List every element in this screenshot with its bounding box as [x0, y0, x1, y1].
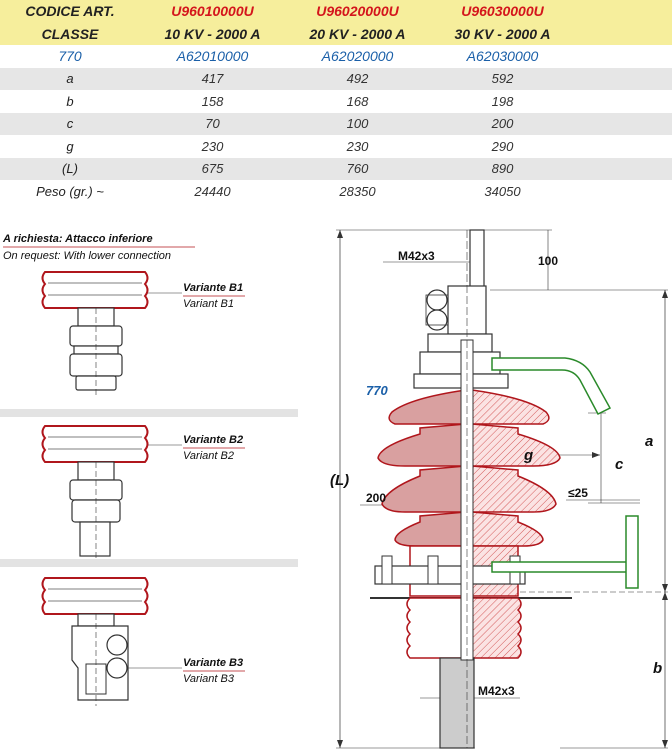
cell: 492 — [285, 67, 430, 90]
table-row: (L) 675 760 890 — [0, 157, 672, 180]
row-label: g — [66, 138, 74, 154]
variant-b3-it: Variante B3 — [183, 657, 244, 669]
cell: 592 — [430, 67, 575, 90]
cell: 230 — [346, 138, 369, 154]
header-row-class: CLASSE 10 KV - 2000 A 20 KV - 2000 A 30 … — [0, 22, 672, 45]
variant-b1-drawing — [41, 271, 149, 396]
table-row: g 230 230 290 — [0, 135, 672, 158]
row-label: c — [0, 112, 140, 135]
thread-top-label: M42x3 — [398, 249, 435, 263]
main-insulator-drawing — [336, 229, 668, 749]
table-row: Peso (gr.) ~ 24440 28350 34050 — [0, 180, 672, 203]
row-label: Peso (gr.) ~ — [36, 183, 104, 199]
cell: 100 — [285, 112, 430, 135]
table-row: c 70 100 200 — [0, 112, 672, 135]
dim-a: a — [645, 433, 654, 450]
cell: 168 — [346, 93, 369, 109]
cell: 230 — [201, 138, 224, 154]
cell: 28350 — [339, 183, 376, 199]
dim-c: c — [615, 456, 624, 473]
divider — [0, 409, 298, 417]
cell: A62030000 — [466, 48, 539, 65]
lower-connection-title-en: On request: With lower connection — [3, 250, 172, 262]
variant-b2-drawing — [41, 425, 149, 558]
spec-table: CODICE ART. U96010000U U96020000U U96030… — [0, 0, 672, 203]
cell: 200 — [430, 112, 575, 135]
row-label: b — [66, 93, 74, 109]
cell: A62010000 — [176, 48, 249, 65]
row-label: (L) — [0, 157, 140, 180]
cell: 34050 — [484, 183, 521, 199]
divider — [0, 559, 298, 567]
dim-200: 200 — [366, 491, 387, 505]
table-row-770: 770 A62010000 A62020000 A62030000 — [0, 45, 672, 68]
row-label: 770 — [58, 48, 82, 65]
dim-g: g — [524, 447, 534, 464]
class-20kv: 20 KV - 2000 A — [285, 22, 430, 45]
header-label-code: CODICE ART. — [0, 0, 140, 23]
header-row-code: CODICE ART. U96010000U U96020000U U96030… — [0, 0, 672, 23]
class-30kv: 30 KV - 2000 A — [430, 22, 575, 45]
table-row: a 417 492 592 — [0, 67, 672, 90]
cell: A62020000 — [321, 48, 394, 65]
variant-b2-en: Variant B2 — [183, 450, 234, 462]
thread-bottom-label: M42x3 — [478, 684, 515, 698]
cell: 760 — [285, 157, 430, 180]
ref-770: 770 — [366, 383, 388, 398]
code-30kv: U96030000U — [430, 0, 575, 23]
variant-b2-it: Variante B2 — [183, 434, 244, 446]
code-20kv: U96020000U — [285, 0, 430, 23]
cell: 417 — [140, 67, 285, 90]
cell: 70 — [140, 112, 285, 135]
variant-b1-it: Variante B1 — [183, 282, 244, 294]
dim-le25: ≤25 — [568, 486, 588, 500]
dim-b: b — [653, 660, 663, 677]
dim-L: (L) — [330, 472, 350, 489]
dim-100: 100 — [538, 254, 559, 268]
variant-b1-en: Variant B1 — [183, 298, 234, 310]
lower-connection-title-it: A richiesta: Attacco inferiore — [3, 233, 153, 245]
class-10kv: 10 KV - 2000 A — [140, 22, 285, 45]
variant-b3-drawing — [41, 577, 149, 706]
cell: 890 — [430, 157, 575, 180]
cell: 158 — [201, 93, 224, 109]
variant-b3-en: Variant B3 — [183, 673, 234, 685]
row-label: a — [0, 67, 140, 90]
code-10kv: U96010000U — [140, 0, 285, 23]
header-label-class: CLASSE — [0, 22, 140, 45]
cell: 198 — [491, 93, 514, 109]
cell: 24440 — [194, 183, 231, 199]
cell: 675 — [140, 157, 285, 180]
cell: 290 — [491, 138, 514, 154]
table-row: b 158 168 198 — [0, 90, 672, 113]
